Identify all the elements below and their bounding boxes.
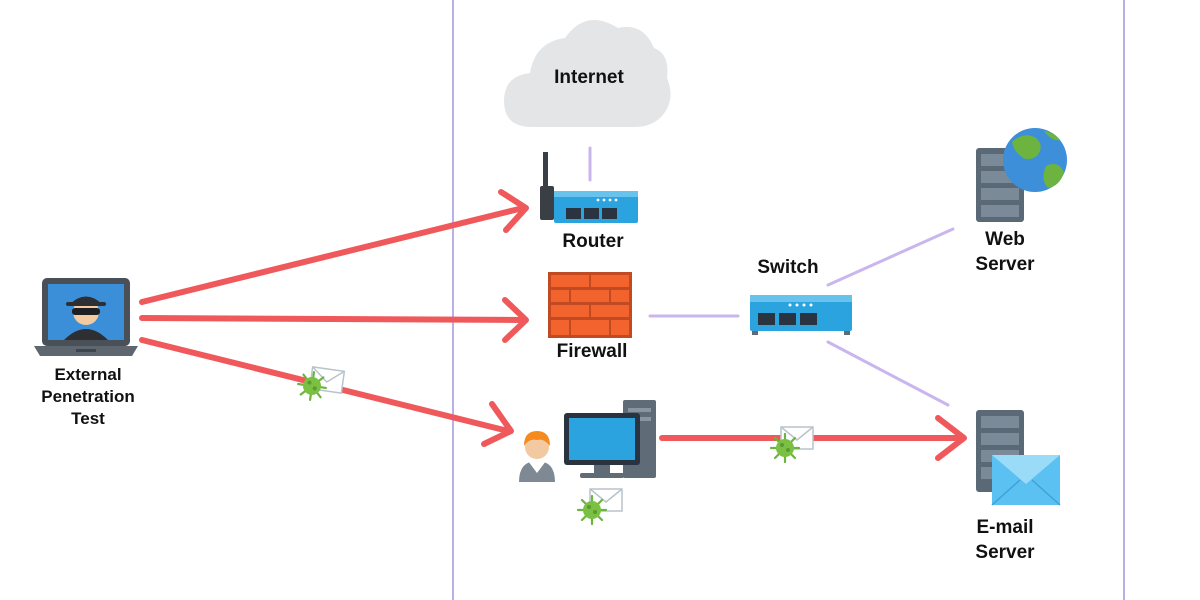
desktop-computer-icon bbox=[564, 400, 656, 478]
attack-arrow-workstation bbox=[139, 337, 514, 447]
web-server-label-line1: Web bbox=[985, 229, 1025, 250]
malware-envelope-icon bbox=[576, 488, 623, 526]
hacker-laptop-icon bbox=[34, 278, 138, 356]
attacker-label: External Penetration Test bbox=[22, 364, 154, 430]
attacker-label-line2: Penetration bbox=[41, 387, 135, 407]
brick-wall-icon bbox=[548, 272, 632, 338]
attack-arrow-firewall bbox=[139, 297, 529, 343]
internet-label: Internet bbox=[554, 67, 624, 88]
firewall-label: Firewall bbox=[556, 341, 628, 362]
user-avatar-icon bbox=[519, 431, 555, 482]
cloud-icon bbox=[504, 20, 671, 127]
router-icon bbox=[540, 152, 638, 223]
email-server-label: E-mail Server bbox=[945, 516, 1065, 565]
email-server-label-line2: Server bbox=[975, 541, 1035, 563]
link-switch-webserver bbox=[826, 227, 955, 287]
web-server-label: Web Server bbox=[945, 228, 1065, 277]
malware-envelope-icon bbox=[769, 426, 814, 464]
attacker-label-line1: External bbox=[54, 365, 122, 384]
router-label: Router bbox=[562, 231, 624, 252]
link-switch-mailserver bbox=[826, 340, 950, 407]
globe-server-icon bbox=[976, 128, 1067, 222]
web-server-label-line2: Server bbox=[975, 253, 1035, 275]
network-switch-icon bbox=[750, 295, 852, 335]
attack-arrow-router bbox=[139, 189, 529, 305]
mail-server-icon bbox=[976, 410, 1061, 506]
malware-envelope-icon bbox=[295, 366, 346, 403]
attacker-label-line3: Test bbox=[71, 409, 105, 429]
email-server-label-line1: E-mail bbox=[976, 517, 1034, 538]
switch-label: Switch bbox=[757, 257, 819, 278]
